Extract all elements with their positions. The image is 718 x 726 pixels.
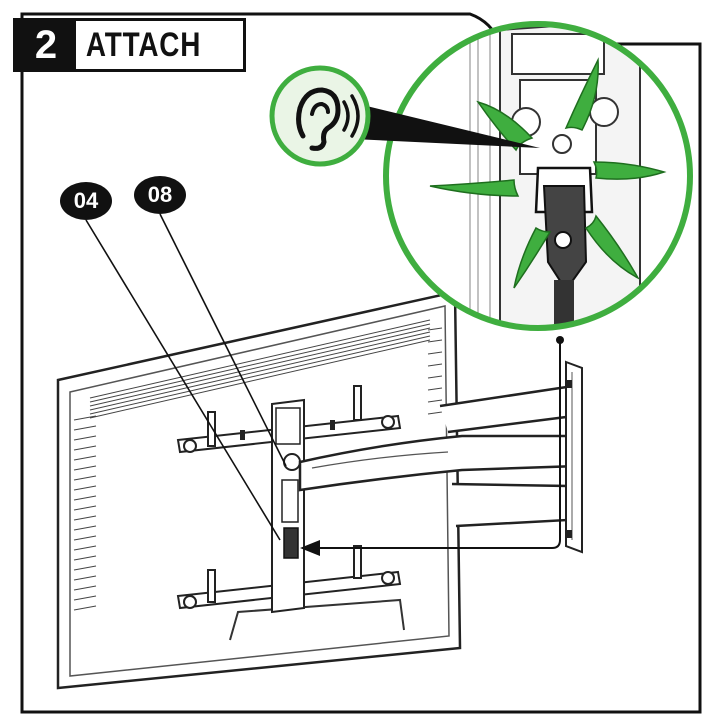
ear-listen-icon bbox=[296, 87, 360, 151]
ear-pointer bbox=[332, 100, 540, 148]
detail-ring bbox=[383, 21, 693, 331]
click-burst bbox=[429, 57, 667, 289]
step-header: 2 ATTACH bbox=[13, 18, 246, 72]
step-number: 2 bbox=[16, 21, 76, 69]
insertion-path bbox=[318, 340, 561, 549]
detail-anchor-dot bbox=[556, 336, 564, 344]
callout-08: 08 bbox=[134, 176, 186, 214]
leader-line-08 bbox=[159, 213, 287, 467]
callout-04: 04 bbox=[60, 182, 112, 220]
vertical-plate bbox=[271, 398, 305, 614]
step-title: ATTACH bbox=[85, 25, 202, 64]
insertion-arrowhead bbox=[300, 540, 320, 556]
tv-back bbox=[56, 290, 462, 690]
ear-listen-icon-bg bbox=[269, 65, 371, 167]
wall-plate bbox=[565, 360, 583, 554]
leader-line-04 bbox=[85, 219, 281, 541]
